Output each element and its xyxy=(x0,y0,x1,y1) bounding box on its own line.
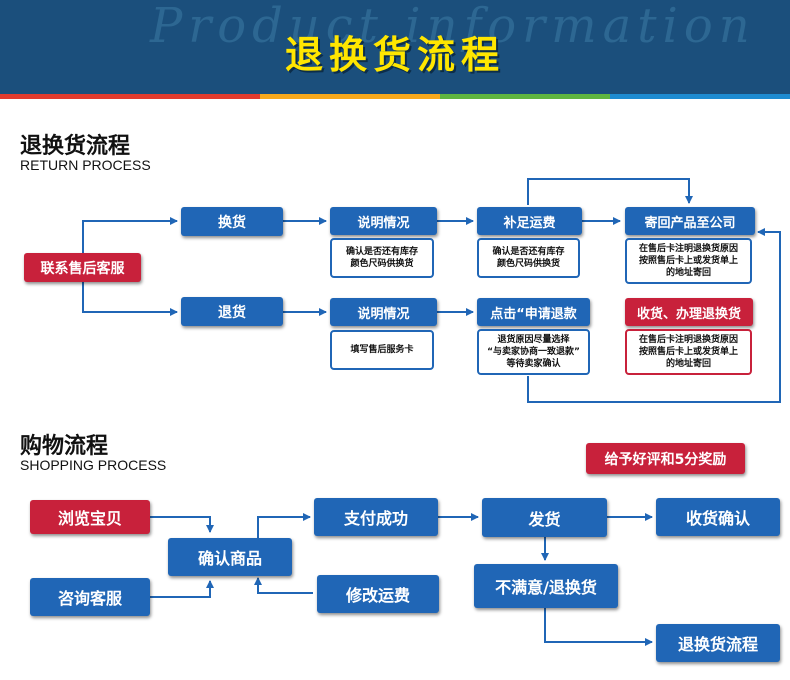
browse-box: 浏览宝贝 xyxy=(30,500,150,534)
arrow-unsatisfied-to-returnflow xyxy=(544,608,653,646)
modify-freight-box: 修改运费 xyxy=(317,575,439,613)
consult-box: 咨询客服 xyxy=(30,578,150,616)
shopping-section-title: 购物流程 xyxy=(20,434,109,459)
arrow-top-loop xyxy=(527,178,693,205)
arrow-contact-to-refund xyxy=(82,282,178,316)
confirm-item-box: 确认商品 xyxy=(168,538,292,576)
return-flow-box: 退换货流程 xyxy=(656,624,780,662)
color-stripe-orange xyxy=(260,94,440,99)
arrow-contact-to-exchange xyxy=(82,217,178,253)
banner-background-text: Product information xyxy=(150,0,756,54)
arrow-right-loop xyxy=(527,228,781,403)
unsatisfied-box: 不满意/退换货 xyxy=(474,564,618,608)
color-stripe-blue xyxy=(610,94,790,99)
apply-refund-note: 退货原因尽量选择 “与卖家协商一致退款” 等待卖家确认 xyxy=(477,329,590,375)
header-banner: Product information 退换货流程 xyxy=(0,0,790,94)
refund-box: 退货 xyxy=(181,297,283,326)
ship-back-box: 寄回产品至公司 xyxy=(625,207,755,235)
arrow-confirm-to-pay xyxy=(257,513,311,538)
ship-back-note: 在售后卡注明退换货原因 按照售后卡上或发货单上 的地址寄回 xyxy=(625,238,752,284)
apply-refund-box: 点击“申请退款 xyxy=(477,298,590,326)
ship-box: 发货 xyxy=(482,498,607,537)
arrow-modify-to-confirm xyxy=(254,577,313,594)
receive-note: 在售后卡注明退换货原因 按照售后卡上或发货单上 的地址寄回 xyxy=(625,329,752,375)
shopping-section-subtitle: SHOPPING PROCESS xyxy=(20,457,167,473)
return-section-subtitle: RETURN PROCESS xyxy=(20,157,151,173)
confirm-receipt-box: 收货确认 xyxy=(656,498,780,536)
arrow-consult-to-confirm xyxy=(150,580,214,598)
explain-note-top: 确认是否还有库存 颜色尺码供换货 xyxy=(330,238,434,278)
explain-box-bottom: 说明情况 xyxy=(330,298,437,326)
arrow-browse-to-confirm xyxy=(150,516,214,533)
explain-note-bottom: 填写售后服务卡 xyxy=(330,330,434,370)
pay-freight-box: 补足运费 xyxy=(477,207,582,235)
contact-service-box: 联系售后客服 xyxy=(24,253,141,282)
explain-box-top: 说明情况 xyxy=(330,207,437,235)
pay-freight-note: 确认是否还有库存 颜色尺码供换货 xyxy=(477,238,580,278)
color-stripe-red xyxy=(0,94,260,99)
exchange-box: 换货 xyxy=(181,207,283,236)
banner-title: 退换货流程 xyxy=(284,33,505,77)
pay-success-box: 支付成功 xyxy=(314,498,438,536)
color-stripe-green xyxy=(440,94,610,99)
receive-box: 收货、办理退换货 xyxy=(625,298,753,326)
return-section-title: 退换货流程 xyxy=(20,134,131,159)
reward-box: 给予好评和5分奖励 xyxy=(586,443,745,474)
